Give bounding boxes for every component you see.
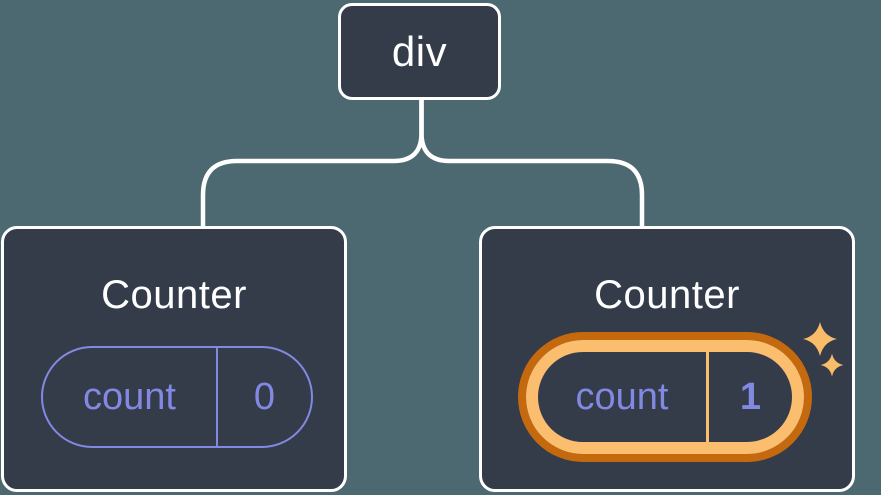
sparkle-small	[820, 353, 844, 377]
root-node-label: div	[391, 27, 448, 75]
state-value: 0	[216, 348, 311, 446]
counter-card-left: Counter count 0	[1, 226, 347, 492]
counter-title: Counter	[101, 273, 247, 317]
edge-root-to-right-counter	[419, 97, 645, 233]
state-pill: count 0	[41, 346, 313, 448]
state-key-label: count	[575, 375, 669, 418]
edge-root-to-left-counter	[200, 97, 424, 233]
counter-card-right: Counter count 1	[479, 226, 855, 492]
counter-title: Counter	[594, 273, 740, 317]
state-pill-highlighted: count 1	[526, 340, 804, 454]
root-node-div: div	[338, 3, 501, 100]
state-pill-highlight-ring: count 1	[518, 332, 812, 462]
state-key-label: count	[83, 375, 176, 418]
state-value: 1	[706, 352, 792, 442]
sparkle-icon	[803, 322, 844, 377]
sparkle-large	[803, 322, 837, 356]
